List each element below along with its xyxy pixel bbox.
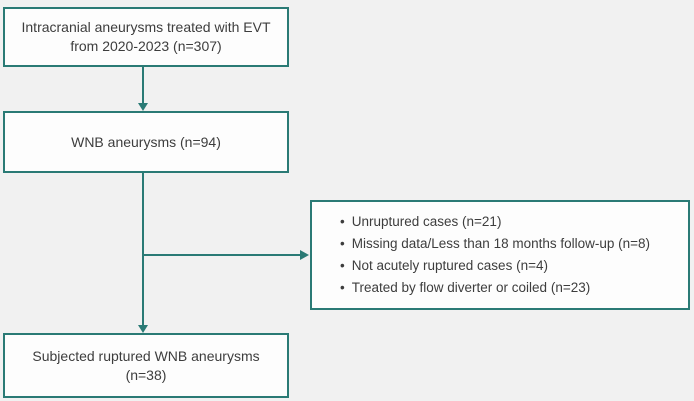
exclusion-item: Missing data/Less than 18 months follow-… [340, 233, 650, 255]
population-line1: Intracranial aneurysms treated with EVT [21, 19, 271, 35]
connector-line-down-2 [142, 172, 144, 325]
exclusion-item: Unruptured cases (n=21) [340, 211, 650, 233]
flow-box-exclusions: Unruptured cases (n=21)Missing data/Less… [310, 200, 690, 310]
connector-line-down-1 [142, 66, 144, 103]
exclusion-item: Treated by flow diverter or coiled (n=23… [340, 277, 650, 299]
arrow-down-icon [138, 325, 148, 333]
exclusion-list: Unruptured cases (n=21)Missing data/Less… [340, 211, 650, 299]
arrow-down-icon [138, 103, 148, 111]
wnb-label: WNB aneurysms (n=94) [71, 133, 221, 150]
flow-box-final: Subjected ruptured WNB aneurysms (n=38) [3, 333, 289, 398]
population-line2: from 2020-2023 (n=307) [70, 38, 222, 54]
flow-box-wnb: WNB aneurysms (n=94) [3, 111, 289, 173]
flow-box-population: Intracranial aneurysms treated with EVT … [3, 7, 289, 67]
final-line2: (n=38) [125, 366, 167, 383]
arrow-right-icon [300, 250, 309, 260]
connector-line-branch [142, 254, 300, 256]
final-line1: Subjected ruptured WNB aneurysms [32, 347, 260, 364]
exclusion-item: Not acutely ruptured cases (n=4) [340, 255, 650, 277]
